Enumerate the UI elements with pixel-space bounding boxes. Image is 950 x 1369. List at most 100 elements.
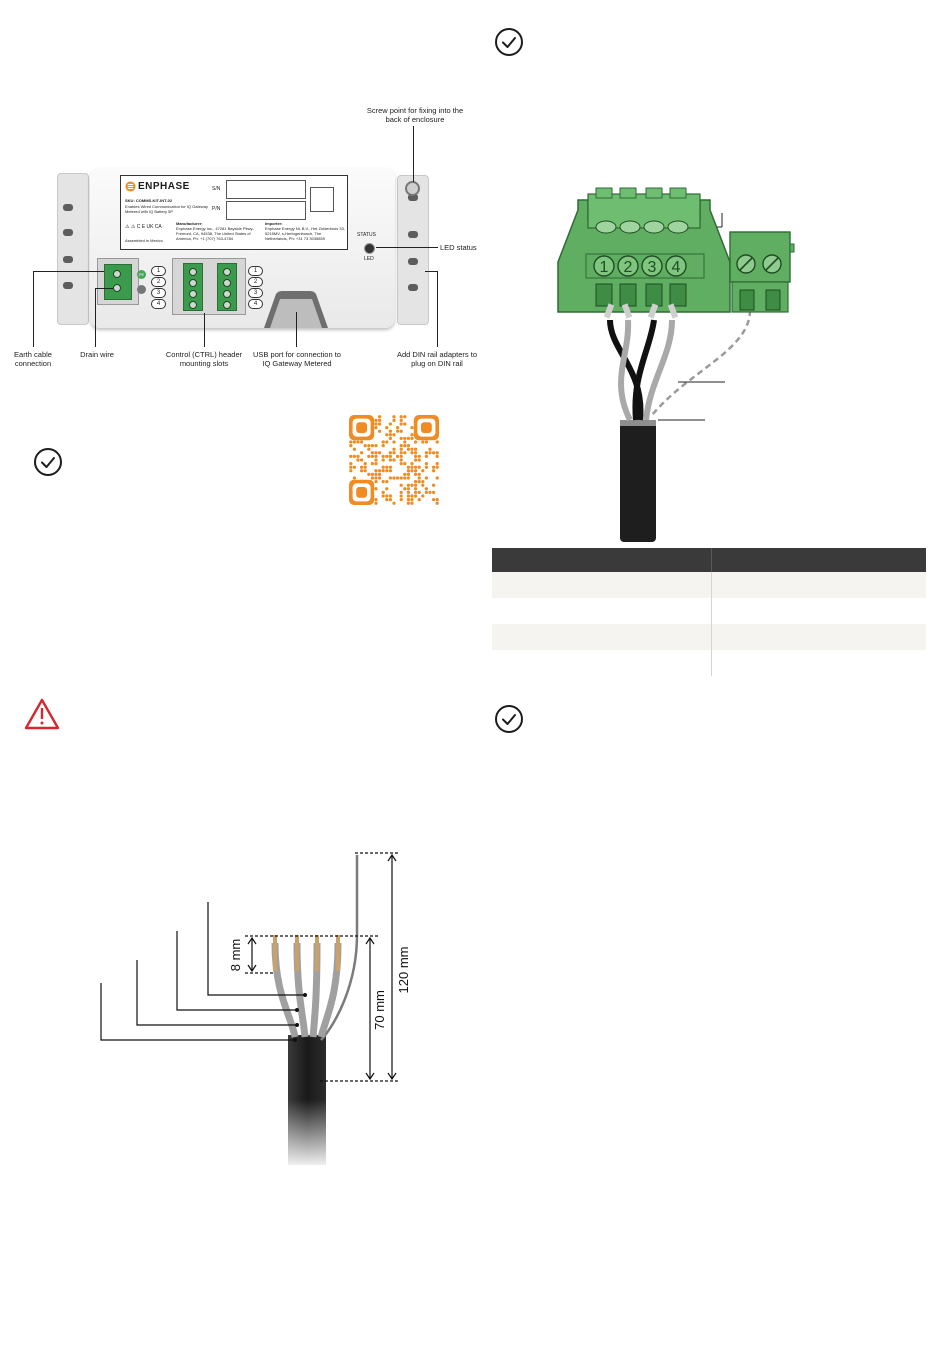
qr-module	[381, 465, 385, 469]
qr-module	[349, 440, 353, 444]
qr-module	[399, 497, 403, 502]
qr-module	[349, 443, 353, 448]
qr-module	[413, 490, 418, 495]
qr-module	[410, 465, 414, 469]
qr-module	[363, 465, 367, 469]
manufacturer-text: Enphase Energy Inc., 47281 Bayside Pkwy.…	[176, 226, 255, 241]
sn-field	[226, 180, 306, 199]
qr-module	[410, 436, 414, 441]
drain-badge	[137, 285, 146, 294]
qr-module	[428, 451, 432, 455]
check-circle-icon	[34, 448, 62, 476]
qr-module	[392, 476, 396, 480]
qr-module	[424, 476, 429, 480]
qr-module	[359, 451, 364, 455]
wire-black-1	[607, 319, 644, 421]
qr-module	[367, 454, 371, 459]
qr-module	[413, 447, 418, 451]
qr-module	[399, 454, 403, 459]
qr-module	[403, 461, 407, 466]
qr-module	[349, 461, 353, 466]
serial-sticker-box	[310, 187, 334, 212]
qr-module	[399, 418, 403, 423]
qr-module	[413, 440, 418, 444]
table-header-cell	[711, 548, 926, 572]
qr-module	[435, 451, 439, 455]
qr-module	[374, 469, 378, 473]
status-led	[364, 243, 375, 254]
qr-module	[403, 443, 407, 448]
qr-module	[377, 415, 382, 419]
qr-module	[392, 433, 396, 437]
qr-module	[356, 454, 360, 459]
qr-module	[417, 479, 421, 484]
qr-module	[381, 458, 385, 462]
qr-module	[370, 472, 375, 477]
qr-module	[377, 472, 382, 477]
callout-drain-wire: Drain wire	[80, 350, 114, 359]
qr-module	[349, 465, 353, 469]
qr-module	[399, 436, 403, 441]
qr-module	[388, 494, 393, 498]
qr-module	[377, 422, 382, 426]
qr-module	[410, 461, 414, 466]
qr-module	[374, 443, 378, 448]
description-text: Enables Wired Communication for IQ Gatew…	[125, 204, 208, 214]
wire-grey-2	[643, 319, 675, 421]
qr-module	[377, 451, 382, 455]
qr-module	[413, 472, 418, 477]
qr-module	[435, 497, 439, 502]
qr-module	[410, 447, 414, 451]
ctrl-number: 4	[151, 299, 166, 309]
qr-module	[392, 501, 396, 505]
qr-module	[413, 454, 418, 459]
qr-module	[421, 479, 425, 484]
qr-module	[424, 487, 429, 491]
qr-module	[385, 469, 389, 473]
qr-module	[363, 443, 367, 448]
table-row	[492, 624, 926, 650]
qr-module	[410, 501, 414, 505]
qr-module	[435, 440, 439, 444]
earth-drain-terminal	[104, 264, 132, 300]
qr-module	[403, 415, 407, 419]
table-cell	[492, 624, 712, 650]
qr-module	[435, 476, 439, 480]
ctrl-number: 2	[151, 277, 166, 287]
qr-module	[431, 469, 436, 473]
qr-module	[377, 476, 382, 480]
qr-module	[367, 472, 371, 477]
qr-module	[406, 436, 411, 441]
qr-module	[395, 425, 400, 430]
qr-module	[417, 472, 421, 477]
table-cell	[492, 572, 712, 598]
inner-wire	[317, 942, 342, 1038]
qr-module	[392, 458, 396, 462]
qr-module	[388, 476, 393, 480]
qr-module	[392, 451, 396, 455]
ctrl-header-slot-2	[217, 263, 237, 311]
qr-module	[388, 497, 393, 502]
enphase-logo	[125, 181, 136, 192]
qr-module	[428, 490, 432, 495]
wire-grey-1	[618, 319, 633, 422]
stripped-end	[295, 935, 299, 971]
qr-module	[421, 469, 425, 473]
qr-module	[359, 465, 364, 469]
qr-module	[417, 458, 421, 462]
qr-module	[352, 447, 357, 451]
stripped-end	[315, 935, 319, 971]
qr-module	[388, 451, 393, 455]
qr-module	[370, 443, 375, 448]
two-pin-connector	[729, 231, 795, 313]
qr-module	[388, 422, 393, 426]
qr-code	[345, 411, 445, 511]
qr-module	[399, 476, 403, 480]
terminal-block-diagram: 1 2 3 4	[557, 187, 795, 542]
dim-70mm: 70 mm	[372, 990, 387, 1030]
assembled-text: Assembled in Mexico	[125, 238, 163, 243]
qr-module	[399, 490, 403, 495]
qr-module	[374, 425, 378, 430]
cable-strip-diagram: 8 mm 70 mm 120 mm	[100, 852, 411, 1170]
table-row	[492, 572, 926, 598]
